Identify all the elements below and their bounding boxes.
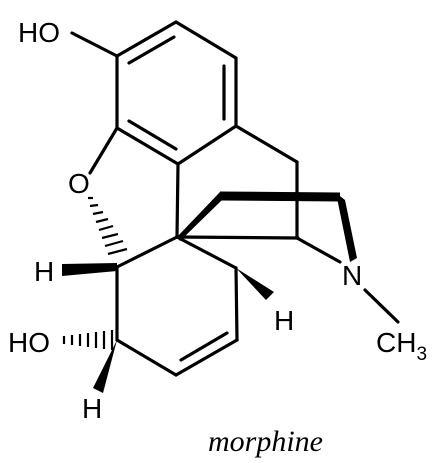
double-bond-inner [179, 331, 229, 362]
bond-ring-quaternary [175, 162, 180, 239]
hashed-bond-ho-bottom [62, 330, 114, 350]
wedge-h-bottom [93, 340, 117, 393]
aromatic-ring [115, 20, 238, 166]
bond-c6-c7 [115, 338, 178, 377]
bond-c5-quaternary [115, 235, 179, 269]
caption-morphine: morphine [208, 425, 323, 458]
label-h-right: H [274, 305, 294, 336]
bond-quaternary-c14 [175, 235, 238, 270]
label-h-bottom: H [82, 393, 102, 424]
label-methyl: CH3 [376, 327, 427, 365]
label-oxygen: O [68, 168, 90, 199]
label-nitrogen: N [342, 260, 362, 291]
wedge-h-right [236, 268, 274, 300]
wedge-h-left [62, 263, 117, 276]
bold-bridge [219, 191, 341, 202]
bond-quaternary-c9 [175, 235, 300, 240]
bond-ring-ch2 [234, 124, 299, 164]
bond-nitrogen-methyl [363, 288, 400, 324]
wedge-bridge-right [336, 193, 357, 262]
bond-c9-nitrogen [295, 236, 342, 264]
label-ho-top: HO [18, 17, 60, 48]
wedge-bridge-left [177, 192, 222, 241]
bond-ring-oxygen [88, 126, 119, 175]
bond-ho-ring [70, 31, 119, 58]
hashed-bond-oxygen [88, 196, 128, 256]
label-ho-bottom: HO [8, 327, 50, 358]
bond-c8-c14 [234, 266, 239, 342]
label-h-left: H [34, 256, 54, 287]
bond-c7-c8 [174, 338, 239, 377]
